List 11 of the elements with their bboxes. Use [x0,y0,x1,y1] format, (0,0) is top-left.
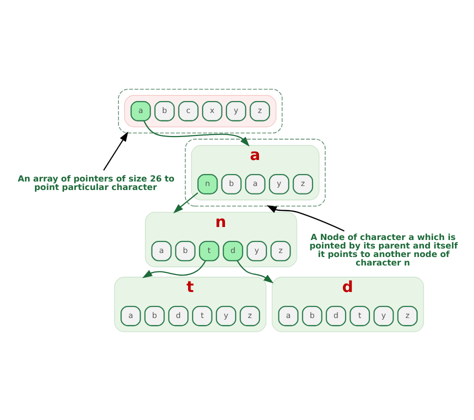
node-text: An array of pointers of size 26 to point particular character [18,173,174,192]
arrow [103,131,128,170]
cluster [124,94,276,127]
arrow [266,204,344,231]
arrow [143,120,250,146]
arrow [173,192,198,213]
arrow [142,260,206,278]
cluster [118,88,283,133]
cluster [184,138,326,206]
node-text: A Node of character a which is pointed by its parent and itself it points to another node of character n [309,232,458,268]
arrow [236,260,274,283]
